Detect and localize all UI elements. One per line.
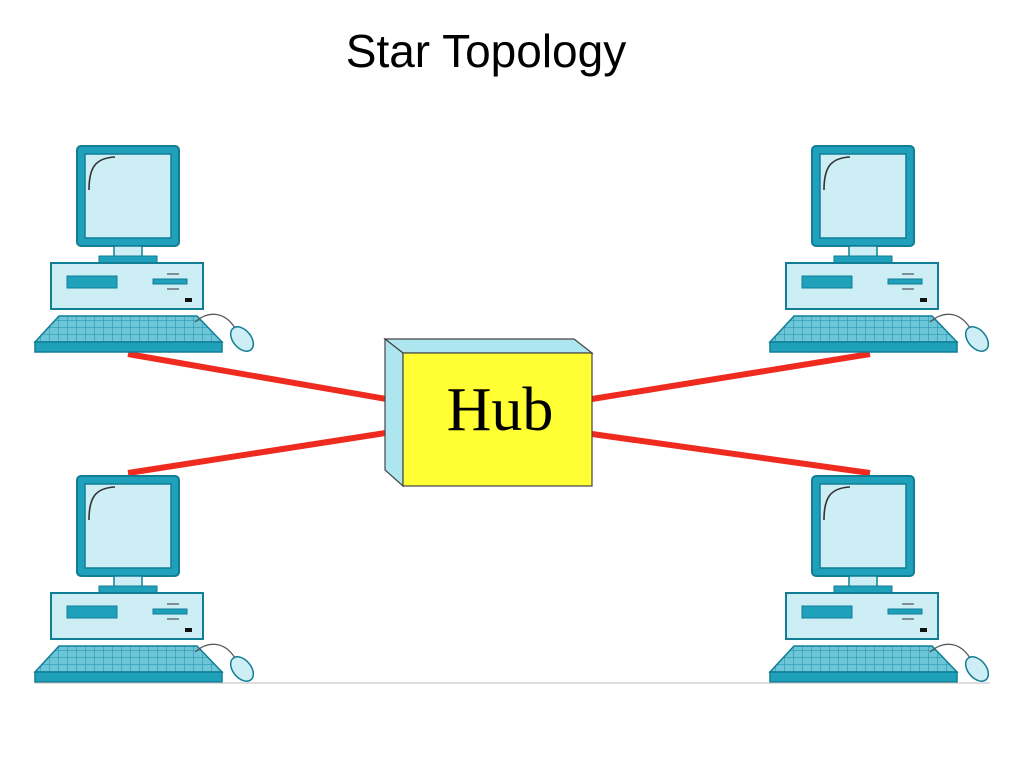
computer-bottom-right <box>769 475 994 687</box>
computer-icon <box>769 475 994 687</box>
cable-top-right <box>591 351 871 402</box>
computer-top-left <box>34 145 259 357</box>
hub-label: Hub <box>447 376 554 444</box>
cables <box>127 351 871 476</box>
computer-top-right <box>769 145 994 357</box>
cable-bottom-left <box>127 429 393 476</box>
cable-top-left <box>127 351 393 403</box>
computer-icon <box>34 145 259 357</box>
slide-title: Star Topology <box>345 25 627 77</box>
cable-bottom-right <box>591 431 871 476</box>
hub-side-face <box>384 337 404 488</box>
computer-icon <box>34 475 259 687</box>
hub-front-face <box>402 352 593 487</box>
computer-bottom-left <box>34 475 259 687</box>
computer-icon <box>769 145 994 357</box>
hub: Hub <box>383 337 594 488</box>
hub-top-face <box>383 338 594 354</box>
